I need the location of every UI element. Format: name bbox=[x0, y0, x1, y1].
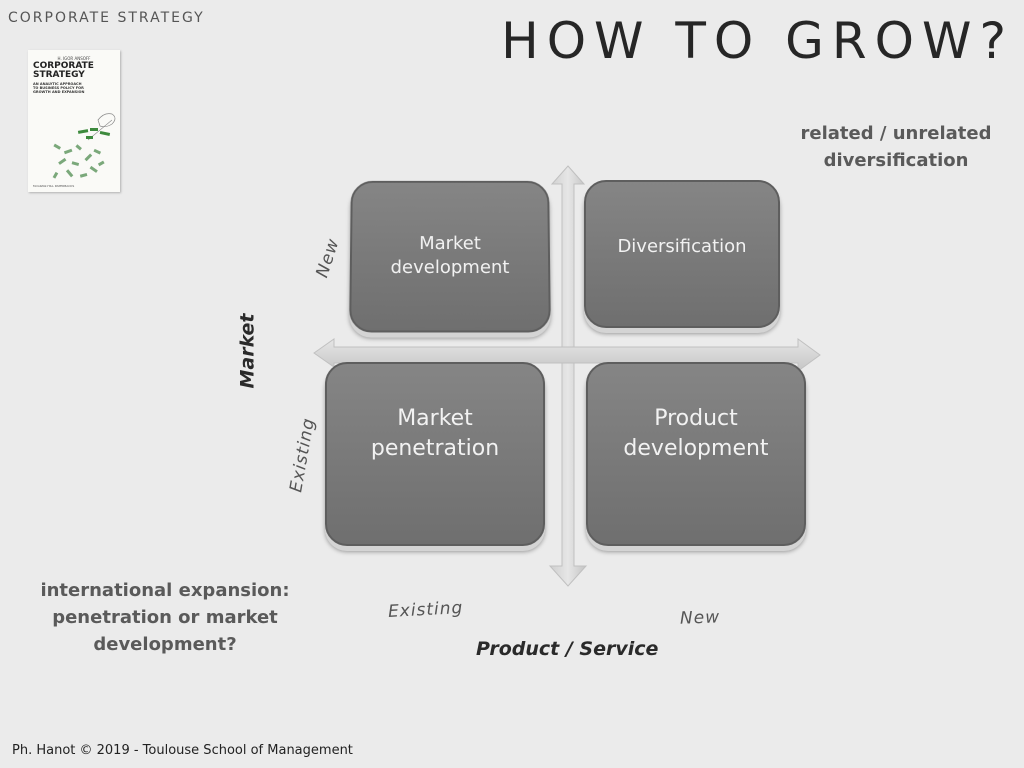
quadrant-label-line1: Market bbox=[419, 233, 481, 255]
international-note-line2: penetration or market bbox=[52, 607, 278, 628]
international-expansion-note: international expansion: penetration or … bbox=[40, 577, 290, 658]
market-axis-label: Market bbox=[236, 313, 259, 389]
diversification-note-line2: diversification bbox=[823, 150, 969, 171]
book-publisher: McGRAW-HILL PAPERBACKS bbox=[33, 184, 75, 188]
book-subtitle: AN ANALYTIC APPROACH TO BUSINESS POLICY … bbox=[33, 82, 85, 94]
quadrant-label-line2: development bbox=[623, 436, 769, 461]
diversification-note: related / unrelated diversification bbox=[796, 120, 996, 174]
quadrant-market-penetration: Market penetration bbox=[325, 362, 545, 546]
quadrant-label-line2: development bbox=[390, 256, 510, 279]
book-cover-image: H. IGOR ANSOFF CORPORATE STRATEGY AN ANA… bbox=[28, 50, 120, 192]
book-illustration bbox=[52, 113, 116, 179]
diversification-note-line1: related / unrelated bbox=[800, 123, 992, 144]
footer-credit: Ph. Hanot © 2019 - Toulouse School of Ma… bbox=[12, 743, 353, 758]
quadrant-market-development: Market development bbox=[349, 180, 551, 333]
international-note-line3: development? bbox=[93, 634, 237, 655]
section-label: CORPORATE STRATEGY bbox=[8, 10, 205, 26]
international-note-line1: international expansion: bbox=[40, 580, 290, 601]
quadrant-label-line1: Product bbox=[654, 406, 738, 431]
product-new-label: New bbox=[679, 607, 721, 629]
book-author: H. IGOR ANSOFF bbox=[57, 56, 91, 61]
quadrant-label-line1: Market bbox=[397, 406, 473, 431]
book-title: CORPORATE STRATEGY bbox=[33, 62, 94, 80]
product-axis-label: Product / Service bbox=[476, 638, 659, 660]
product-existing-label: Existing bbox=[387, 598, 464, 622]
page-title: HOW TO GROW? bbox=[501, 12, 1014, 70]
quadrant-product-development: Product development bbox=[586, 362, 806, 546]
quadrant-label-line2: penetration bbox=[370, 436, 500, 461]
quadrant-label-line1: Diversification bbox=[617, 236, 747, 257]
vertical-axis-arrow bbox=[548, 165, 588, 587]
quadrant-diversification: Diversification bbox=[584, 180, 780, 328]
book-title-line2: STRATEGY bbox=[33, 70, 85, 80]
book-title-line1: CORPORATE bbox=[33, 61, 94, 71]
